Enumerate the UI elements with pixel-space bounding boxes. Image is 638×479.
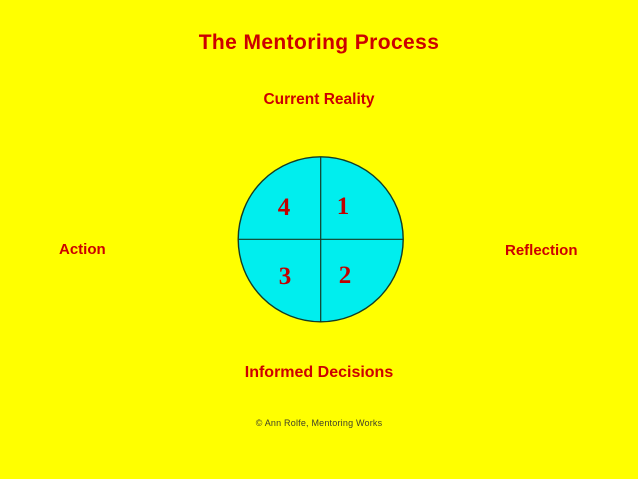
label-informed-decisions: Informed Decisions bbox=[244, 364, 394, 381]
quadrant-number-top-right: 1 bbox=[336, 193, 350, 220]
quadrant-number-bottom-right: 2 bbox=[338, 262, 352, 289]
label-reflection: Reflection bbox=[505, 242, 578, 259]
quadrant-number-bottom-left: 3 bbox=[278, 263, 292, 290]
label-current-reality: Current Reality bbox=[263, 91, 375, 108]
label-action: Action bbox=[59, 241, 106, 258]
copyright-text: © Ann Rolfe, Mentoring Works bbox=[255, 418, 383, 428]
quadrant-number-top-left: 4 bbox=[277, 194, 291, 221]
page-title: The Mentoring Process bbox=[198, 31, 440, 54]
process-circle-diagram bbox=[237, 156, 404, 323]
